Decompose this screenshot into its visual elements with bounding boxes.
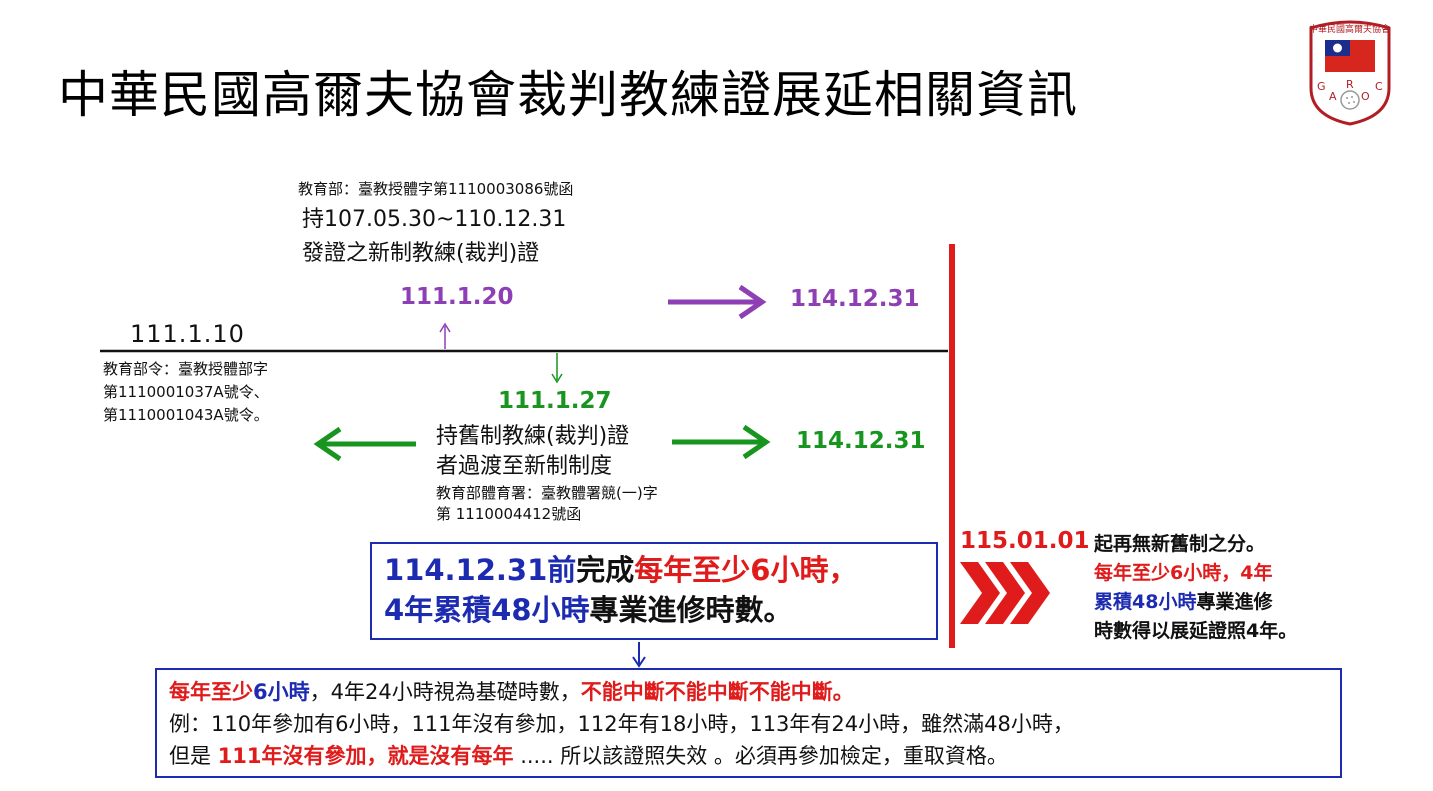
ex-no-break: 不能中斷不能中斷不能中斷。 — [580, 680, 854, 704]
middle-doc2: 第 1110004412號函 — [436, 505, 582, 523]
ex-six-hours: 6小時 — [253, 680, 310, 704]
deadline-date: 115.01.01 — [960, 528, 1090, 554]
ex-base: ，4年24小時視為基礎時數， — [309, 680, 581, 704]
deadline-line2: 每年至少6小時，4年 — [1094, 562, 1273, 584]
logo-letter-o: O — [1361, 90, 1370, 103]
left-doc-line2: 第1110001037A號令、 — [103, 383, 269, 401]
example-line3: 但是 111年沒有參加，就是沒有每年 ..... 所以該證照失效 。必須再參加檢… — [169, 740, 1340, 772]
top-line1: 持107.05.30~110.12.31 — [302, 207, 567, 232]
top-line2: 發證之新制教練(裁判)證 — [302, 241, 540, 266]
date-left: 111.1.10 — [130, 320, 245, 348]
blue-arrow-down — [632, 642, 646, 668]
deadline-line3: 累積48小時專業進修 — [1094, 588, 1297, 617]
green-arrow-right — [672, 424, 771, 460]
requirement-box: 114.12.31前完成每年至少6小時， 4年累積48小時專業進修時數。 — [370, 542, 938, 640]
deadline-accumulate: 累積48小時 — [1094, 591, 1197, 613]
req-complete: 完成 — [576, 553, 635, 587]
green-arrow-left — [313, 426, 416, 462]
logo-letter-r: R — [1346, 78, 1354, 91]
middle-line1: 持舊制教練(裁判)證 — [436, 424, 630, 449]
requirement-line1: 114.12.31前完成每年至少6小時， — [384, 550, 936, 590]
date-green: 111.1.27 — [498, 388, 612, 414]
left-doc-line3: 第1110001043A號令。 — [103, 406, 269, 424]
date-purple: 111.1.20 — [400, 284, 514, 310]
logo-letter-c: C — [1375, 80, 1383, 93]
deadline-line4: 時數得以展延證照4年。 — [1094, 620, 1298, 642]
red-chevrons — [960, 562, 1050, 624]
ex-annual: 每年至少 — [169, 680, 253, 704]
garoc-logo: 中華民國高爾夫協會 G A R O C — [1303, 18, 1397, 126]
requirement-line2: 4年累積48小時專業進修時數。 — [384, 590, 936, 630]
ex-invalid: ..... 所以該證照失效 。必須再參加檢定，重取資格。 — [513, 744, 1008, 768]
purple-arrow-up — [439, 322, 451, 349]
req-accumulate: 4年累積48小時 — [384, 593, 590, 627]
middle-doc1: 教育部體育署：臺教體署競(一)字 — [436, 484, 658, 502]
purple-arrow-right — [668, 284, 767, 320]
req-annual: 每年至少6小時， — [634, 553, 858, 587]
left-doc-line1: 教育部令：臺教授體部字 — [103, 360, 269, 378]
ex-but: 但是 — [169, 744, 218, 768]
ex-missed: 111年沒有參加，就是沒有每年 — [217, 744, 514, 768]
logo-letter-g: G — [1317, 80, 1326, 93]
example-line1: 每年至少6小時，4年24小時視為基礎時數，不能中斷不能中斷不能中斷。 — [169, 676, 1340, 708]
req-hours: 專業進修時數。 — [589, 593, 793, 627]
logo-arc-text: 中華民國高爾夫協會 — [1309, 25, 1391, 35]
date-green-target: 114.12.31 — [796, 428, 926, 454]
date-purple-target: 114.12.31 — [790, 286, 920, 312]
deadline-study: 專業進修 — [1196, 591, 1273, 613]
green-arrow-down — [551, 353, 563, 384]
example-box: 每年至少6小時，4年24小時視為基礎時數，不能中斷不能中斷不能中斷。 例：110… — [155, 668, 1342, 778]
top-doc-ref: 教育部：臺教授體字第1110003086號函 — [298, 180, 574, 198]
middle-line2: 者過渡至新制制度 — [436, 454, 613, 479]
deadline-line1: 起再無新舊制之分。 — [1094, 533, 1266, 555]
deadline-note: 起再無新舊制之分。 每年至少6小時，4年 累積48小時專業進修 時數得以展延證照… — [1094, 530, 1297, 646]
logo-letter-a: A — [1329, 90, 1337, 103]
req-date: 114.12.31前 — [384, 553, 577, 587]
example-line2: 例：110年參加有6小時，111年沒有參加，112年有18小時，113年有24小… — [169, 712, 1074, 736]
page-title: 中華民國高爾夫協會裁判教練證展延相關資訊 — [58, 66, 1078, 124]
